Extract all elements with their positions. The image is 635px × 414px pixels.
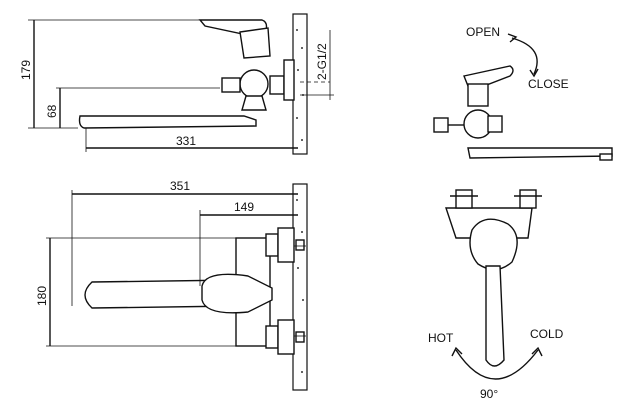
top-flange-lower xyxy=(277,319,295,355)
op-spout xyxy=(467,147,613,159)
angle-label: 90° xyxy=(480,387,498,401)
open-close-arrow xyxy=(511,37,538,75)
top-handle xyxy=(201,273,273,314)
front-right-connector xyxy=(519,189,537,209)
top-flange-upper xyxy=(277,227,295,263)
side-cartridge xyxy=(239,27,271,59)
op-left-nut xyxy=(433,117,449,133)
top-nut-upper xyxy=(295,239,305,251)
hot-label: HOT xyxy=(428,331,454,345)
side-spout xyxy=(78,115,257,129)
op-cartridge xyxy=(467,83,489,107)
top-nut-lower xyxy=(295,331,305,343)
dim-thread-label: 2-G1/2 xyxy=(315,43,329,80)
operation-side-view: OPEN CLOSE xyxy=(433,25,613,161)
cold-label: COLD xyxy=(530,327,564,341)
dim-149-label: 149 xyxy=(234,200,254,214)
top-connector-lower xyxy=(265,325,279,349)
open-arrowhead xyxy=(507,33,518,43)
top-view: 351 149 180 xyxy=(35,179,308,391)
close-label: CLOSE xyxy=(528,77,569,91)
op-aerator xyxy=(599,153,613,161)
side-wall xyxy=(292,13,308,155)
front-handle xyxy=(469,218,518,271)
op-right-nut xyxy=(487,115,503,133)
side-eccentric xyxy=(269,75,285,95)
side-left-nut xyxy=(221,77,241,93)
side-view: 179 68 331 2-G1/2 xyxy=(19,13,334,155)
op-handle xyxy=(463,65,514,87)
dim-68-label: 68 xyxy=(45,104,59,118)
top-connector-upper xyxy=(265,233,279,257)
dim-180-label: 180 xyxy=(35,286,49,306)
front-spout xyxy=(485,265,505,367)
operation-front-view: HOT COLD 90° xyxy=(428,189,564,401)
open-label: OPEN xyxy=(466,25,500,39)
close-arrowhead xyxy=(529,68,539,78)
dim-179-label: 179 xyxy=(19,60,33,80)
rotation-arc xyxy=(455,349,539,380)
side-valve-body xyxy=(239,69,269,99)
cold-arrowhead xyxy=(531,346,543,357)
side-bottom-nut xyxy=(241,95,267,111)
side-flange xyxy=(283,59,295,101)
dim-331-label: 331 xyxy=(176,134,196,148)
dim-351-label: 351 xyxy=(170,179,190,193)
front-left-connector xyxy=(455,189,473,209)
hot-arrowhead xyxy=(451,346,463,357)
